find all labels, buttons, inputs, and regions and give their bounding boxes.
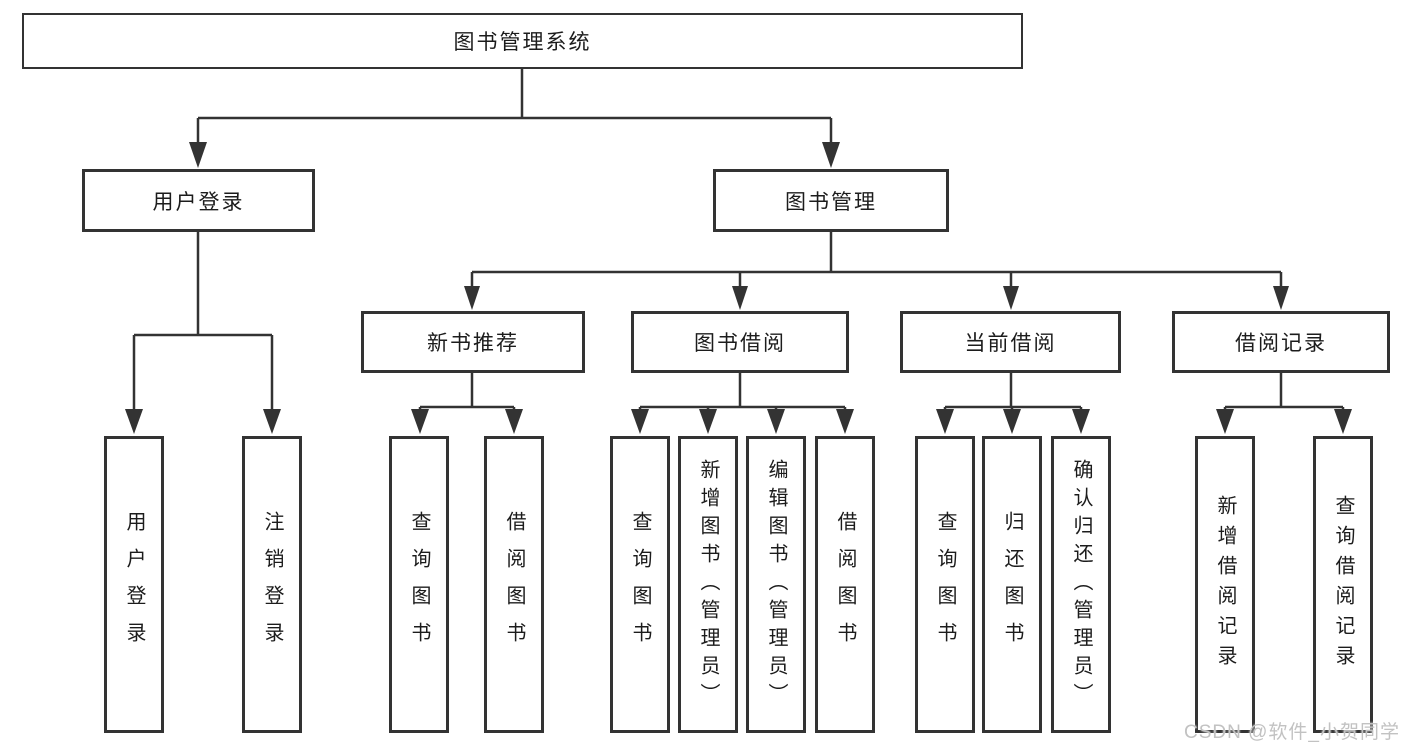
leaf-query-books-current: 查询图书 — [915, 436, 975, 733]
leaf-add-borrow-record: 新增借阅记录 — [1195, 436, 1255, 733]
leaf-return-books-label: 归还图书 — [1001, 510, 1023, 659]
node-new-book-recommendation: 新书推荐 — [361, 311, 585, 373]
node-library-system: 图书管理系统 — [22, 13, 1023, 69]
leaf-edit-books-admin: 编辑图书（管理员） — [746, 436, 806, 733]
node-user-login: 用户登录 — [82, 169, 315, 232]
leaf-user-login-label: 用户登录 — [123, 510, 145, 659]
leaf-query-books-borrow-label: 查询图书 — [629, 510, 651, 659]
node-current-borrowing: 当前借阅 — [900, 311, 1121, 373]
node-book-borrowing: 图书借阅 — [631, 311, 849, 373]
node-borrowing-records: 借阅记录 — [1172, 311, 1390, 373]
leaf-borrow-books-recommend-label: 借阅图书 — [503, 510, 525, 659]
leaf-query-books-borrow: 查询图书 — [610, 436, 670, 733]
leaf-add-books-admin: 新增图书（管理员） — [678, 436, 738, 733]
leaf-query-books-recommend: 查询图书 — [389, 436, 449, 733]
leaf-confirm-return-admin: 确认归还（管理员） — [1051, 436, 1111, 733]
node-book-management: 图书管理 — [713, 169, 949, 232]
leaf-borrow-books-recommend: 借阅图书 — [484, 436, 544, 733]
leaf-borrow-books-label: 借阅图书 — [834, 510, 856, 659]
leaf-confirm-return-admin-label: 确认归还（管理员） — [1070, 458, 1092, 711]
leaf-query-borrow-record-label: 查询借阅记录 — [1332, 494, 1354, 675]
leaf-user-login: 用户登录 — [104, 436, 164, 733]
leaf-return-books: 归还图书 — [982, 436, 1042, 733]
leaf-logout: 注销登录 — [242, 436, 302, 733]
leaf-add-books-admin-label: 新增图书（管理员） — [697, 458, 719, 711]
leaf-query-borrow-record: 查询借阅记录 — [1313, 436, 1373, 733]
leaf-logout-label: 注销登录 — [261, 510, 283, 659]
leaf-edit-books-admin-label: 编辑图书（管理员） — [765, 458, 787, 711]
leaf-query-books-recommend-label: 查询图书 — [408, 510, 430, 659]
leaf-borrow-books: 借阅图书 — [815, 436, 875, 733]
leaf-query-books-current-label: 查询图书 — [934, 510, 956, 659]
watermark: CSDN @软件_小贺同学 — [1184, 722, 1400, 743]
leaf-add-borrow-record-label: 新增借阅记录 — [1214, 494, 1236, 675]
